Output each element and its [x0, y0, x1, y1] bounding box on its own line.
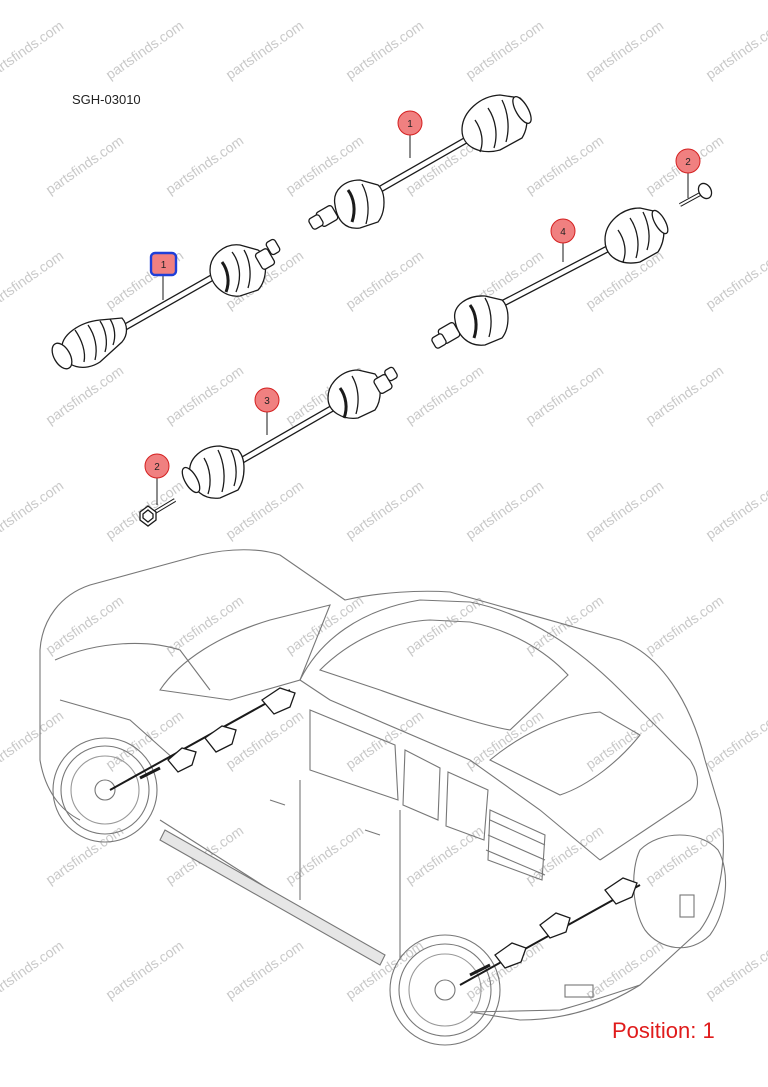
- watermark-text: partsfinds.com: [703, 17, 768, 82]
- callout-label-4: 4: [560, 227, 566, 238]
- watermark-text: partsfinds.com: [523, 362, 607, 427]
- vehicle-front-drive-shafts: [109, 687, 296, 791]
- watermark-text: partsfinds.com: [703, 247, 768, 312]
- watermark-text: partsfinds.com: [0, 937, 66, 1002]
- watermark-text: partsfinds.com: [523, 132, 607, 197]
- callout-label-2-right: 2: [685, 157, 691, 168]
- drive-shaft-1-top[interactable]: [308, 94, 535, 230]
- callout-1-top[interactable]: 1: [397, 110, 423, 136]
- diagram-code: SGH-03010: [72, 92, 141, 107]
- watermark-text: partsfinds.com: [403, 592, 487, 657]
- callout-4[interactable]: 4: [550, 218, 576, 244]
- watermark-text: partsfinds.com: [0, 477, 66, 542]
- watermark-text: partsfinds.com: [283, 822, 367, 887]
- drive-shaft-4[interactable]: [431, 207, 671, 349]
- watermark-text: partsfinds.com: [343, 477, 427, 542]
- position-label: Position: 1: [612, 1018, 715, 1043]
- watermark-text: partsfinds.com: [223, 707, 307, 772]
- watermark-text: partsfinds.com: [283, 592, 367, 657]
- vehicle-illustration: [39, 549, 727, 1046]
- drive-shaft-1-left[interactable]: [48, 238, 281, 372]
- watermark-text: partsfinds.com: [223, 17, 307, 82]
- watermark-text: partsfinds.com: [583, 707, 667, 772]
- callout-1-selected[interactable]: 1: [149, 251, 178, 277]
- watermark-text: partsfinds.com: [343, 247, 427, 312]
- drive-shaft-3[interactable]: [179, 366, 399, 499]
- watermark-text: partsfinds.com: [703, 477, 768, 542]
- watermark-text: partsfinds.com: [643, 362, 727, 427]
- watermark-text: partsfinds.com: [0, 17, 66, 82]
- watermark-text: partsfinds.com: [103, 17, 187, 82]
- watermark-text: partsfinds.com: [463, 477, 547, 542]
- callout-label-1-selected: 1: [161, 260, 167, 271]
- watermark-layer: partsfinds.com partsfinds.com partsfinds.c…: [0, 17, 768, 1002]
- bolt-2-right[interactable]: [679, 181, 714, 207]
- watermark-text: partsfinds.com: [43, 822, 127, 887]
- watermark-text: partsfinds.com: [583, 17, 667, 82]
- watermark-text: partsfinds.com: [0, 247, 66, 312]
- callout-label-2-left: 2: [154, 462, 160, 473]
- watermark-text: partsfinds.com: [463, 17, 547, 82]
- watermark-text: partsfinds.com: [403, 822, 487, 887]
- watermark-text: partsfinds.com: [343, 17, 427, 82]
- callout-3[interactable]: 3: [254, 387, 280, 413]
- watermark-text: partsfinds.com: [643, 592, 727, 657]
- watermark-text: partsfinds.com: [703, 707, 768, 772]
- watermark-text: partsfinds.com: [403, 362, 487, 427]
- watermark-text: partsfinds.com: [163, 592, 247, 657]
- callout-label-3: 3: [264, 396, 270, 407]
- callout-2-right[interactable]: 2: [675, 148, 701, 174]
- watermark-text: partsfinds.com: [0, 707, 66, 772]
- vehicle-rear-drive-shafts: [459, 877, 641, 986]
- watermark-text: partsfinds.com: [583, 477, 667, 542]
- watermark-text: partsfinds.com: [163, 132, 247, 197]
- watermark-text: partsfinds.com: [43, 132, 127, 197]
- watermark-text: partsfinds.com: [43, 592, 127, 657]
- watermark-text: partsfinds.com: [583, 937, 667, 1002]
- watermark-text: partsfinds.com: [643, 822, 727, 887]
- bolt-2-left[interactable]: [139, 498, 177, 527]
- watermark-text: partsfinds.com: [463, 707, 547, 772]
- watermark-text: partsfinds.com: [103, 937, 187, 1002]
- watermark-text: partsfinds.com: [43, 362, 127, 427]
- callout-2-left[interactable]: 2: [144, 453, 170, 479]
- callout-label-1-top: 1: [407, 119, 413, 130]
- watermark-text: partsfinds.com: [343, 707, 427, 772]
- watermark-text: partsfinds.com: [703, 937, 768, 1002]
- watermark-text: partsfinds.com: [163, 362, 247, 427]
- watermark-text: partsfinds.com: [223, 937, 307, 1002]
